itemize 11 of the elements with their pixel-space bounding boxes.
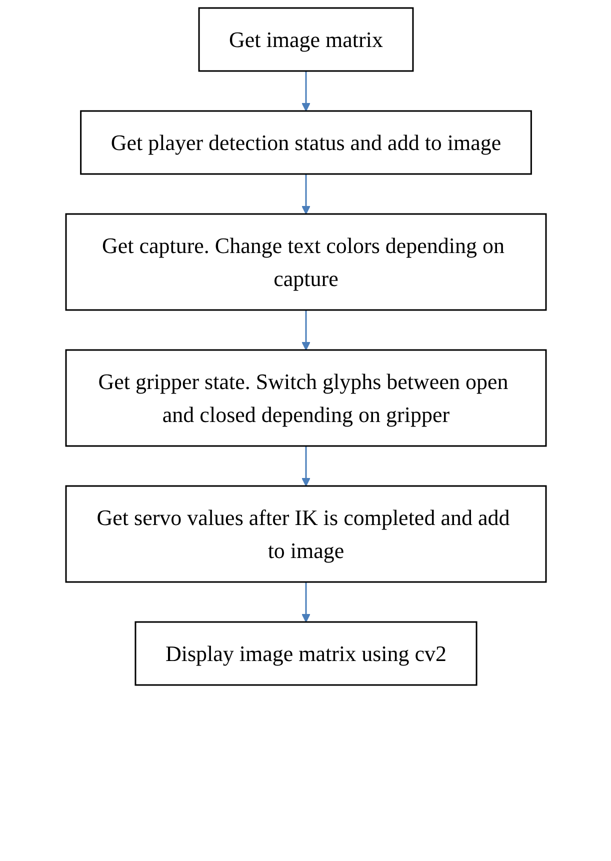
- node-box: Display image matrix using cv2: [134, 621, 477, 686]
- arrow: [301, 71, 310, 112]
- arrow: [301, 310, 310, 350]
- node-box: Get servo values after IK is completed and add to image: [64, 485, 546, 583]
- node-box: Get player detection status and add to image: [80, 110, 532, 175]
- node-box: Get capture. Change text colors depending on capture: [64, 213, 546, 311]
- arrow: [301, 446, 310, 486]
- node-box: Get gripper state. Switch glyphs between open and closed depending on gripper: [64, 349, 546, 447]
- arrow: [301, 174, 310, 214]
- arrow: [301, 582, 310, 622]
- node-box: Get image matrix: [198, 7, 414, 72]
